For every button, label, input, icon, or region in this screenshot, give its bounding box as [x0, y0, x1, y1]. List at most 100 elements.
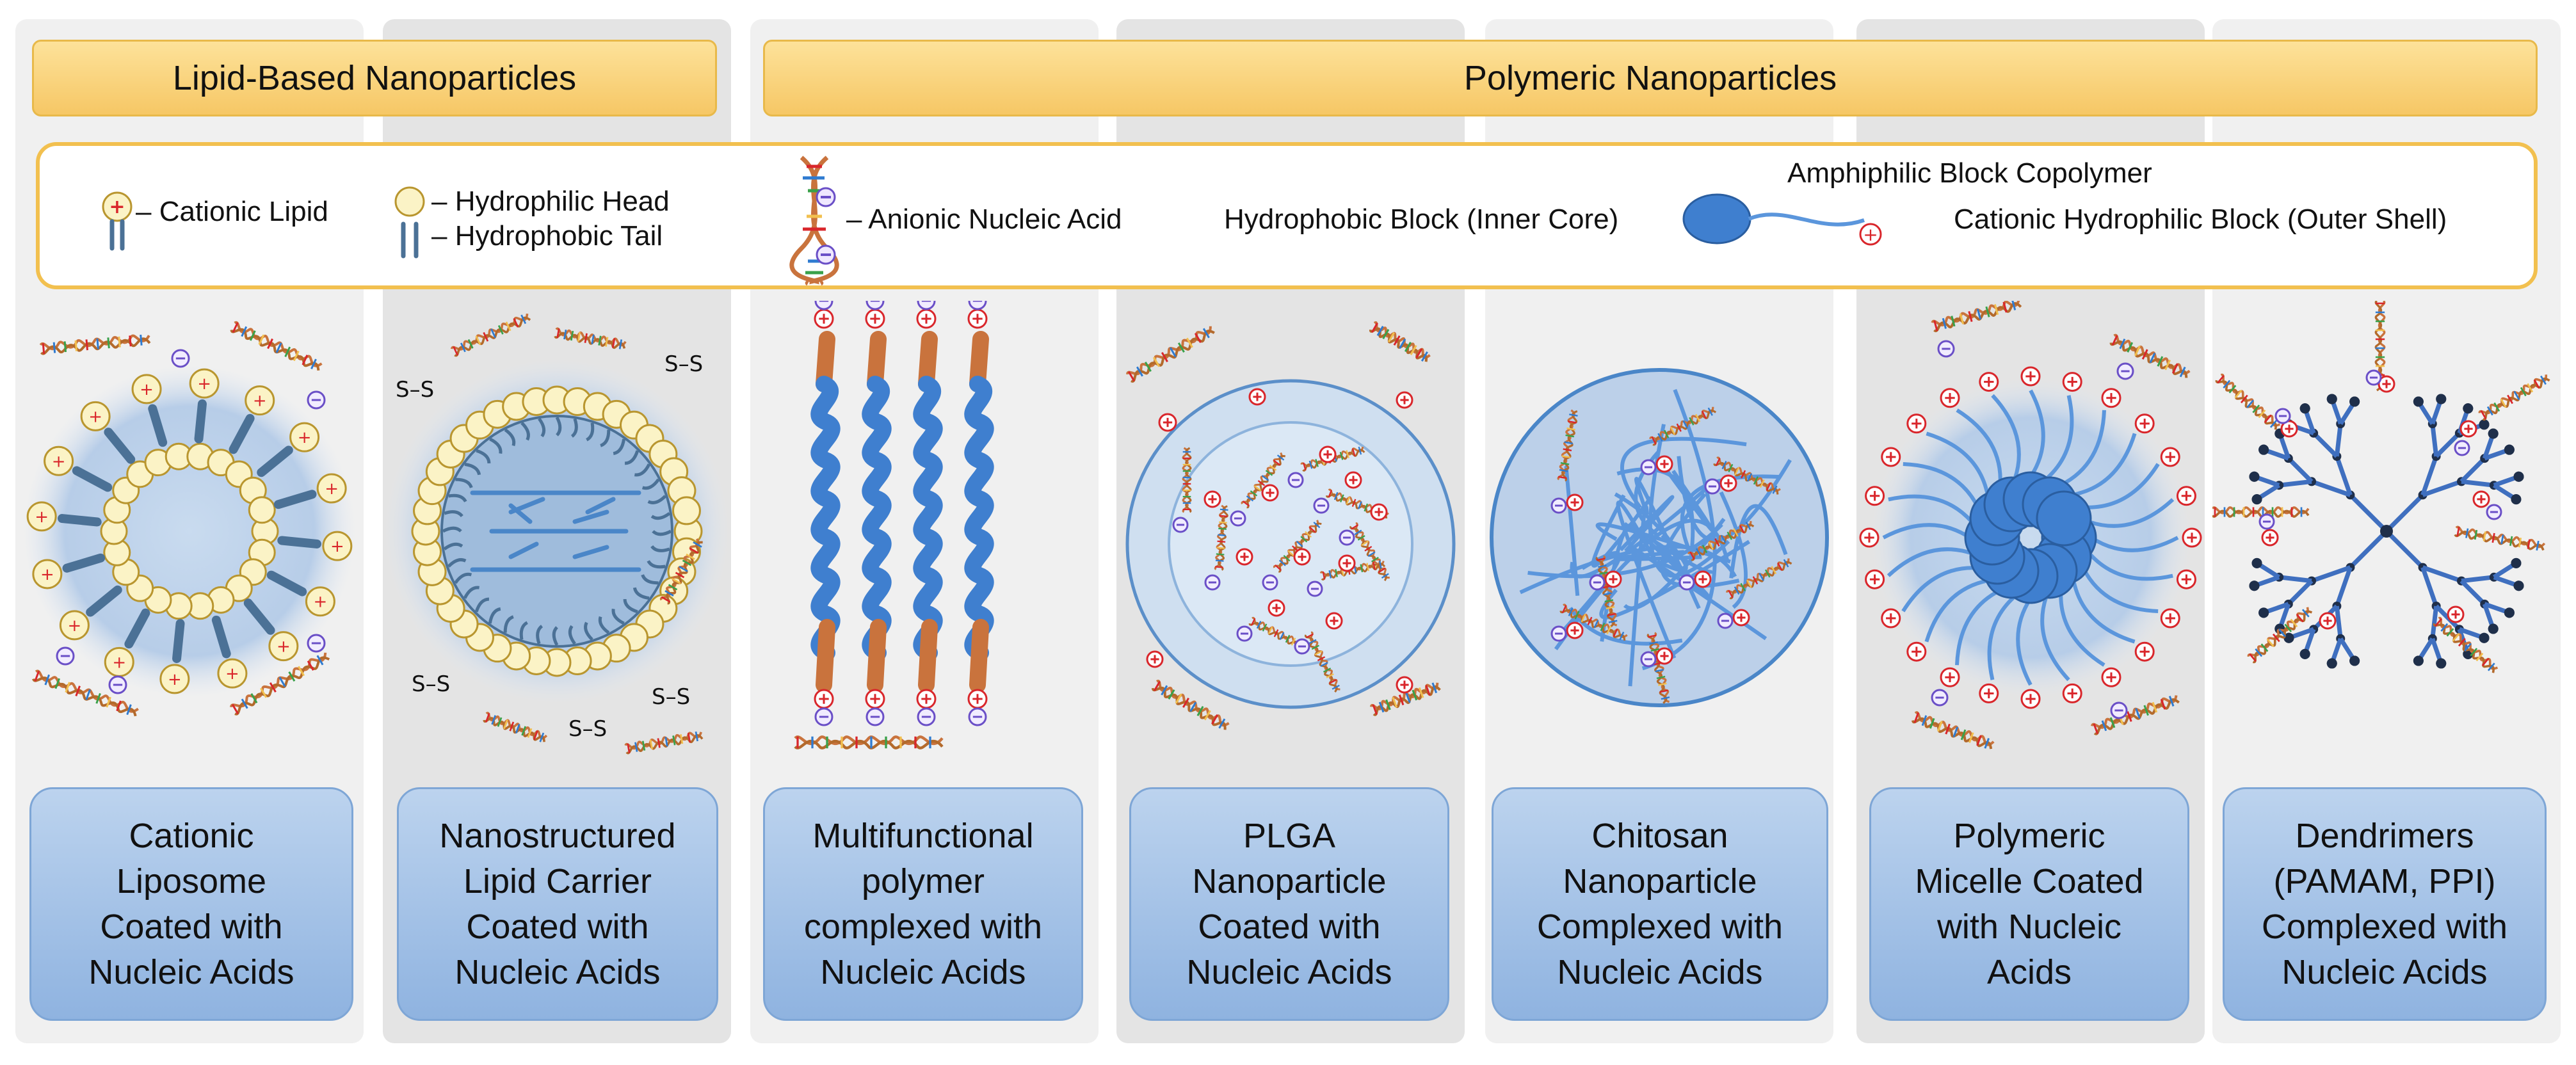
svg-text:+: + [197, 374, 211, 394]
plus-charge-icon [865, 308, 885, 329]
plus-charge-icon [2447, 605, 2465, 623]
minus-charge-icon [1236, 625, 1253, 642]
minus-charge-icon [171, 349, 190, 368]
plus-charge-icon [2101, 388, 2121, 408]
svg-text:+: + [35, 508, 49, 527]
minus-charge-icon [307, 390, 326, 410]
dna-helix-icon [1369, 321, 1431, 362]
polymeric-nanoparticles-header: Polymeric Nanoparticles [763, 40, 2538, 116]
minus-charge-icon [1640, 651, 1657, 668]
minus-charge-icon [307, 634, 326, 653]
dna-helix-icon [1649, 406, 1717, 446]
cationic-lipid-icon [305, 586, 335, 617]
dna-helix-icon [1126, 326, 1215, 383]
minus-charge-icon [917, 301, 936, 310]
plus-charge-icon [1396, 391, 1413, 409]
plus-charge-icon [2134, 413, 2155, 434]
plus-charge-icon [2101, 667, 2121, 687]
dna-helix-icon [2374, 301, 2386, 392]
plus-charge-icon [2062, 372, 2082, 392]
dna-helix-icon [1595, 555, 1618, 628]
hydrophobic-tail-icon [229, 413, 255, 454]
hydrophobic-tail-icon [194, 399, 207, 444]
plus-charge-icon [1655, 455, 1673, 473]
dna-helix-icon [2215, 373, 2281, 430]
dna-helix-icon [1182, 447, 1192, 513]
hydrophobic-tail-icon [243, 598, 275, 635]
cationic-lipid-icon [245, 385, 275, 416]
minus-charge-icon [968, 707, 987, 726]
dna-helix-icon [32, 669, 139, 717]
plus-charge-icon [2062, 683, 2082, 703]
label-chitosan-nanoparticle: Chitosan Nanoparticle Complexed with Nuc… [1492, 787, 1828, 1021]
minus-charge-icon [1307, 581, 1323, 597]
legend-anionic-nucleic-acid: – Anionic Nucleic Acid [846, 204, 1122, 235]
plus-charge-icon [1881, 447, 1901, 467]
minus-charge-icon [1339, 529, 1355, 546]
minus-charge-icon [1931, 689, 1949, 707]
dna-helix-icon [1241, 452, 1286, 509]
cationic-lipid-icon [80, 401, 111, 431]
plus-charge-icon [2182, 527, 2202, 548]
svg-text:+: + [253, 392, 267, 411]
plus-charge-icon [2020, 689, 2041, 709]
plus-charge-icon [916, 308, 937, 329]
hydrophobic-tail-icon [72, 466, 113, 492]
minus-charge-icon [2454, 440, 2470, 456]
dna-helix-icon [39, 334, 151, 355]
minus-charge-icon [814, 301, 833, 310]
disulfide-labels: S–S S–S S–S S–S S–S [396, 351, 703, 742]
dna-helix-icon [554, 327, 627, 349]
legend-box: + – Cationic Lipid – Hydrophilic Head – … [36, 142, 2538, 289]
minus-charge-icon [814, 707, 833, 726]
hydrophilic-head-icon [394, 186, 425, 217]
hydrophobic-tail-icon [257, 445, 293, 477]
ss-label: S–S [664, 351, 703, 377]
cationic-liposome-diagram: ++++++++++++++++ [23, 321, 356, 717]
plus-charge-icon [1566, 621, 1584, 639]
plus-charge-icon [1203, 490, 1221, 508]
label-cationic-liposome: Cationic Liposome Coated with Nucleic Ac… [29, 787, 353, 1021]
dna-helix-icon [1151, 680, 1230, 730]
svg-text:+: + [314, 593, 328, 612]
ss-label: S–S [568, 716, 607, 742]
plus-charge-icon [1293, 548, 1311, 566]
minus-charge-icon [1230, 510, 1246, 527]
dna-helix-icon [1369, 682, 1441, 716]
minus-charge-icon [1313, 497, 1330, 514]
minus-charge-icon [865, 301, 885, 310]
minus-charge-icon [1262, 574, 1278, 591]
minus-charge-icon [108, 675, 127, 694]
plus-charge-icon [1906, 641, 1927, 662]
minus-charge-icon [1937, 340, 1955, 358]
label-polymeric-micelle: Polymeric Micelle Coated with Nucleic Ac… [1869, 787, 2189, 1021]
label-plga-nanoparticle: PLGA Nanoparticle Coated with Nucleic Ac… [1129, 787, 1449, 1021]
hydrophobic-tail-icon [62, 553, 106, 573]
plus-charge-icon [1859, 527, 1880, 548]
cationic-lipid-icon: + [102, 191, 133, 251]
label-nanostructured-lipid-carrier: Nanostructured Lipid Carrier Coated with… [397, 787, 718, 1021]
dna-helix-icon [1304, 631, 1340, 693]
minus-charge-icon [1550, 497, 1567, 514]
plus-charge-icon [1604, 570, 1622, 588]
svg-text:+: + [88, 407, 102, 426]
legend-cationic-block: Cationic Hydrophilic Block (Outer Shell) [1954, 204, 2447, 235]
minus-charge-icon [56, 646, 75, 666]
dna-helix-icon [1911, 711, 1995, 749]
plus-charge-icon [1236, 548, 1253, 566]
dna-helix-icon [2090, 695, 2180, 735]
plus-charge-icon [1338, 554, 1356, 572]
plus-charge-icon [2160, 447, 2180, 467]
svg-text:+: + [112, 653, 126, 672]
dna-helix-icon [1273, 520, 1322, 573]
dna-helix-icon [2478, 374, 2550, 420]
minus-charge-icon [2486, 504, 2502, 520]
plus-charge-icon [2472, 490, 2490, 508]
svg-text:+: + [325, 479, 339, 499]
dna-helix-icon [450, 313, 531, 357]
block-copolymer-icon: + [1682, 193, 1882, 246]
plus-charge-icon [2378, 375, 2395, 393]
plus-charge-icon [865, 689, 885, 709]
plus-charge-icon [1344, 471, 1362, 489]
ss-label: S–S [652, 684, 690, 710]
